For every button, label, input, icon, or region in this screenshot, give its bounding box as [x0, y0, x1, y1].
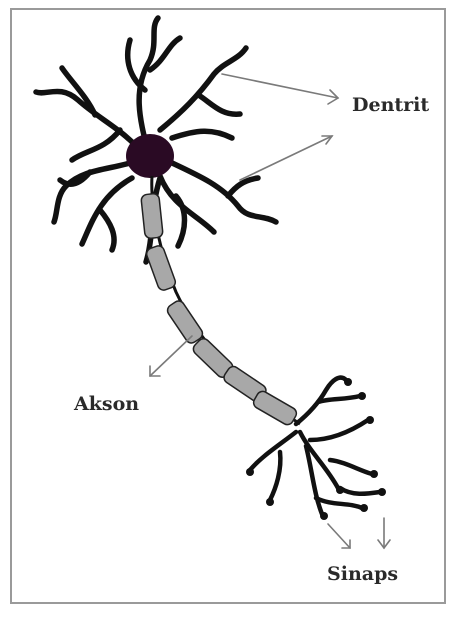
axon-arrow — [150, 336, 192, 376]
synapse-label: Sinaps — [327, 563, 398, 585]
dendrite-label: Dentrit — [352, 94, 429, 116]
dendrite-arrow-upper — [222, 74, 338, 98]
myelin-sheath — [141, 193, 299, 427]
cell-body — [126, 134, 174, 178]
axon-core — [152, 176, 300, 424]
axon-label: Akson — [74, 393, 139, 415]
synapse-arrow-left — [328, 524, 350, 548]
dendrite-arrow-lower — [240, 136, 332, 180]
